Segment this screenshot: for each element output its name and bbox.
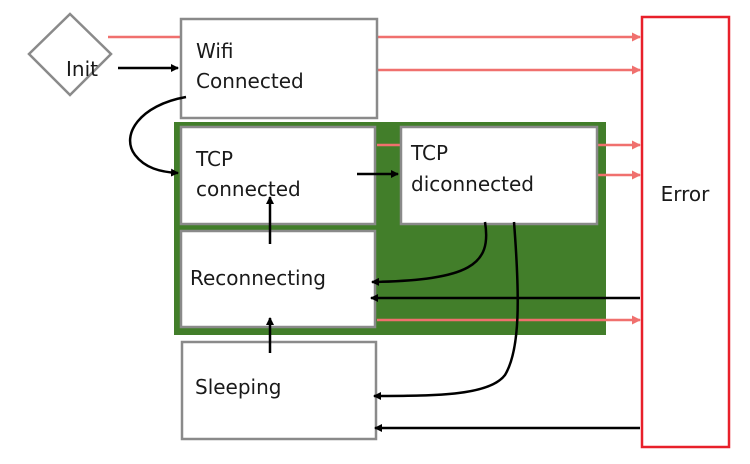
error-node — [640, 15, 731, 449]
arrow-disconnected-to-reconnecting — [371, 221, 488, 286]
wifi-connected-label-line1: Wifi — [196, 39, 234, 63]
tcp-connected-label-line1: TCP — [195, 147, 233, 171]
tcp-connected-label-line2: connected — [196, 177, 301, 201]
tcp-disconnected-node — [399, 125, 599, 226]
init-label: Init — [66, 57, 98, 81]
error-label: Error — [661, 182, 711, 206]
reconnecting-label: Reconnecting — [190, 266, 326, 290]
wifi-connected-node — [179, 17, 379, 120]
arrow-wifi-to-tcp-connected — [128, 95, 187, 177]
tcp-connected-node — [179, 125, 377, 226]
wifi-connected-label-line2: Connected — [196, 69, 304, 93]
arrow-disconnected-to-sleeping — [373, 221, 519, 400]
sleeping-label: Sleeping — [195, 375, 281, 399]
state-transitions — [118, 64, 640, 432]
tcp-disconnected-label-line2: diconnected — [411, 172, 534, 196]
sleeping-node — [180, 340, 378, 441]
reconnecting-node — [179, 229, 377, 329]
init-node — [27, 12, 113, 97]
tcp-disconnected-label-line1: TCP — [410, 141, 448, 165]
